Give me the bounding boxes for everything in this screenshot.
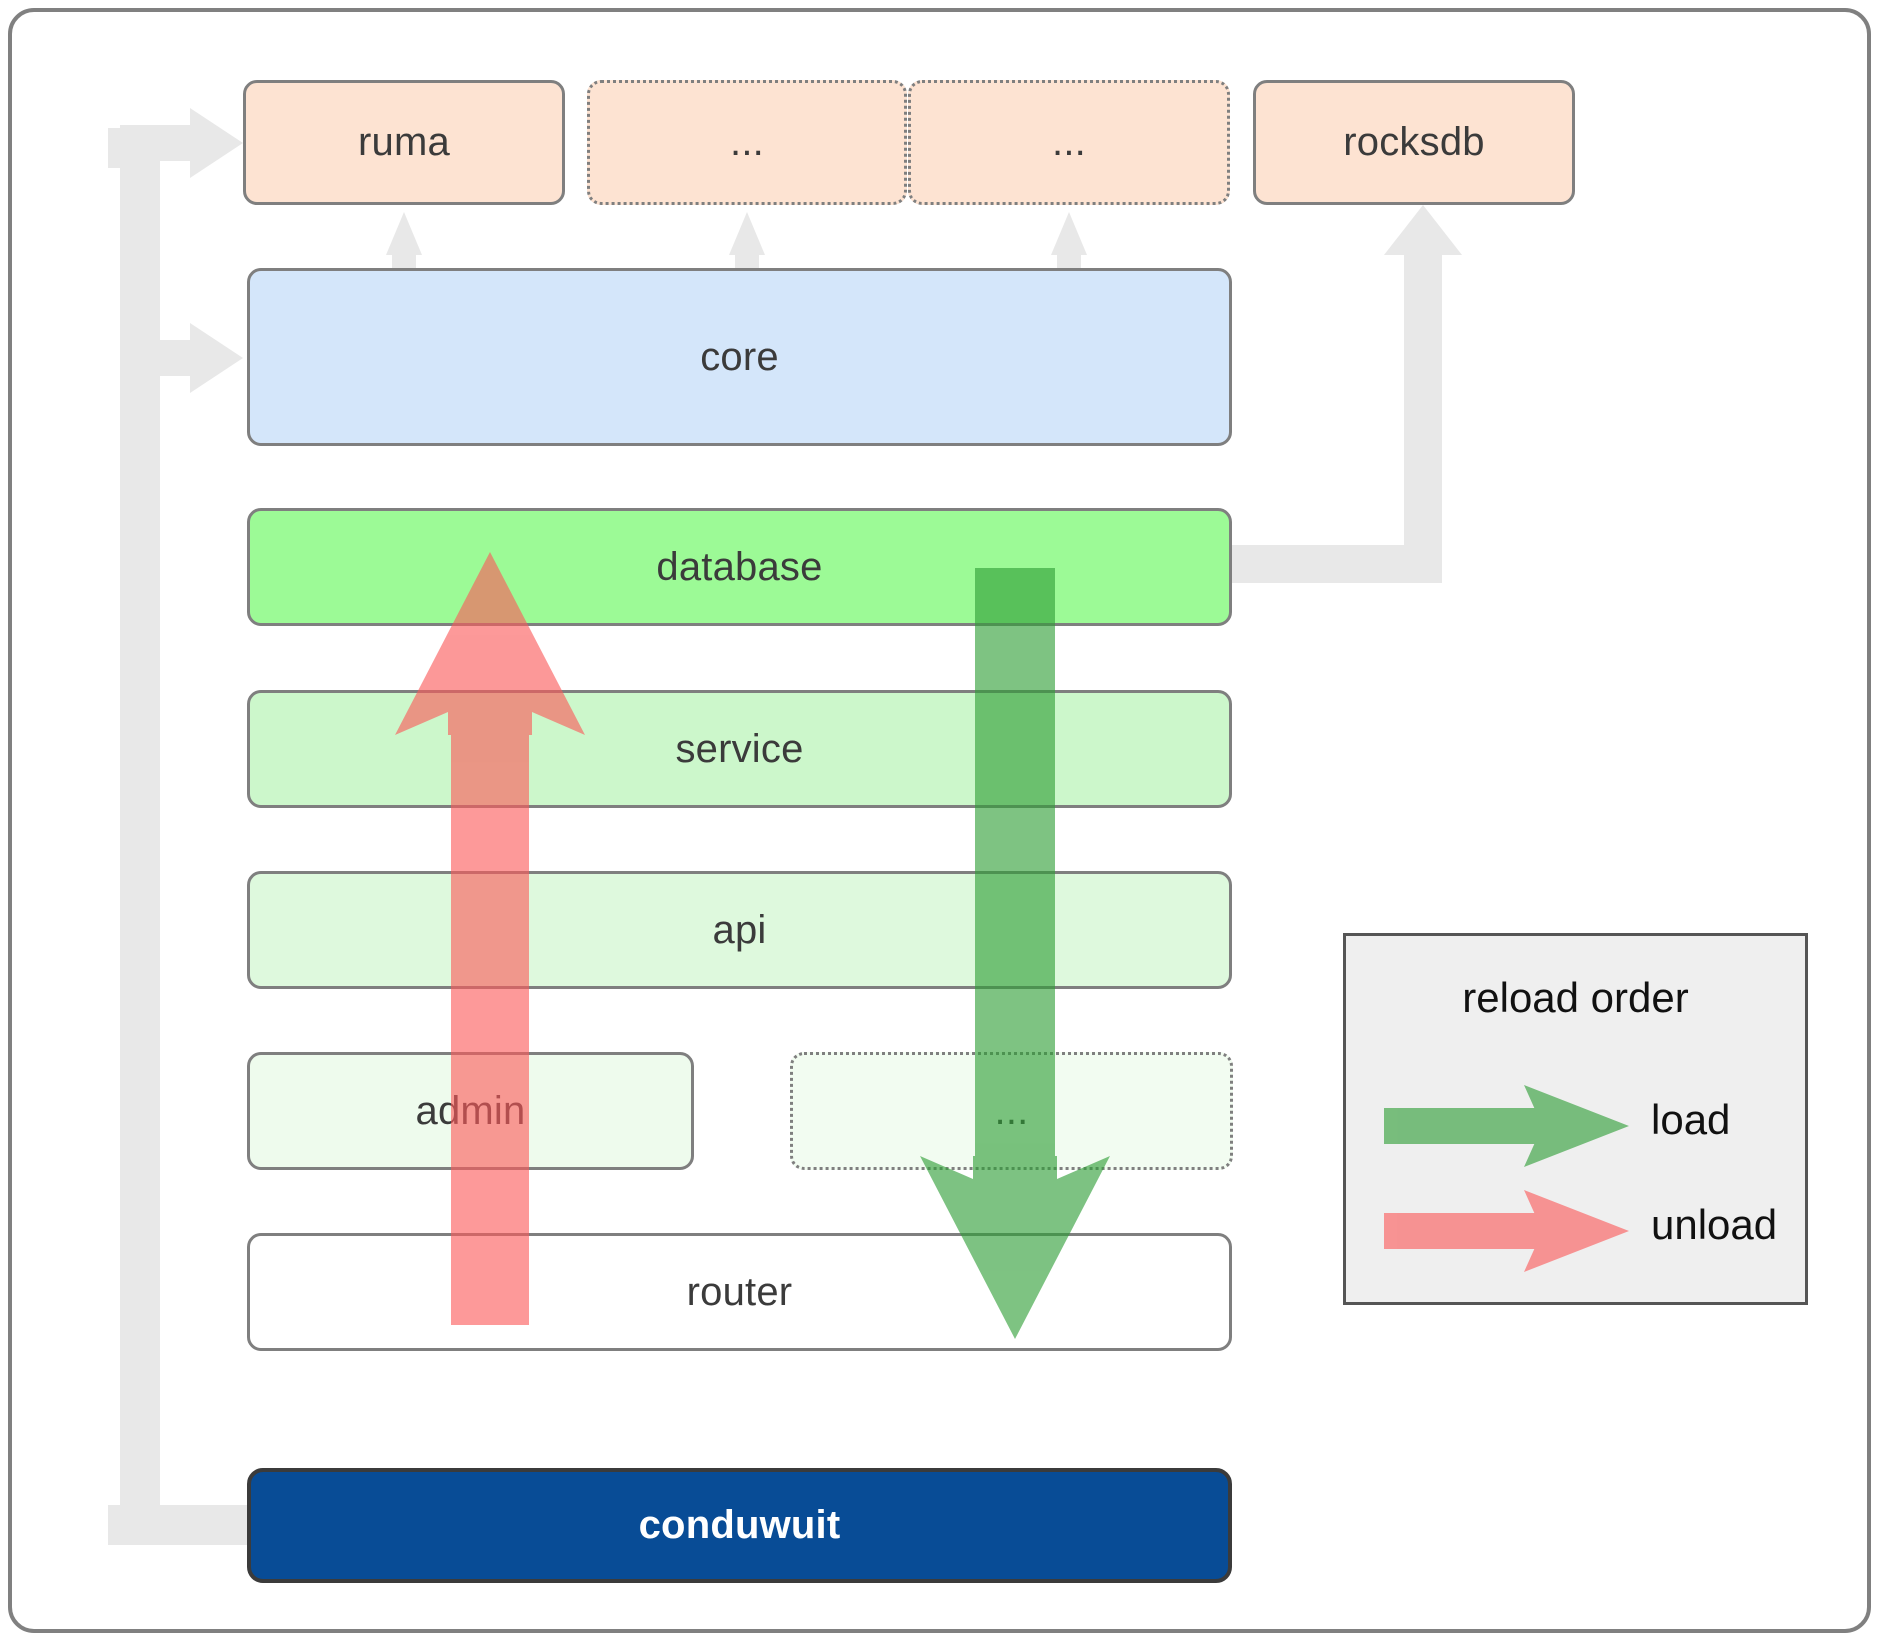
- dependency-label: ...: [730, 120, 764, 164]
- layer-box-router[interactable]: router: [247, 1233, 1232, 1351]
- layer-label: admin: [415, 1088, 526, 1133]
- layer-label: core: [700, 334, 779, 379]
- layer-box-api[interactable]: api: [247, 871, 1232, 989]
- layer-label: database: [656, 544, 823, 589]
- layer-box-service[interactable]: service: [247, 690, 1232, 808]
- load-legend-arrow-icon: [1384, 1085, 1629, 1167]
- layer-label: api: [712, 907, 767, 952]
- dependency-label: rocksdb: [1343, 120, 1485, 164]
- application-label: conduwuit: [638, 1503, 841, 1547]
- layer-label: router: [686, 1269, 793, 1314]
- layer-box-admin[interactable]: admin: [247, 1052, 694, 1170]
- dependency-label: ...: [1052, 120, 1086, 164]
- legend-label-load: load: [1651, 1096, 1731, 1143]
- legend-title: reload order: [1462, 974, 1689, 1021]
- application-box-conduwuit[interactable]: conduwuit: [247, 1468, 1232, 1583]
- legend-row-load: load: [1346, 1076, 1805, 1176]
- legend-panel: reload order load unload: [1343, 933, 1808, 1305]
- dependency-box-ellipsis-1[interactable]: ...: [587, 80, 907, 205]
- legend-row-unload: unload: [1346, 1181, 1805, 1281]
- layer-box-database[interactable]: database: [247, 508, 1232, 626]
- dependency-label: ruma: [358, 120, 450, 164]
- dependency-box-ellipsis-2[interactable]: ...: [908, 80, 1230, 205]
- layer-label: service: [675, 726, 804, 771]
- legend-label-unload: unload: [1651, 1201, 1778, 1248]
- layer-box-core[interactable]: core: [247, 268, 1232, 446]
- dependency-box-ruma[interactable]: ruma: [243, 80, 565, 205]
- diagram-frame: [8, 8, 1871, 1633]
- layer-label: ...: [994, 1088, 1029, 1133]
- layer-box-ellipsis[interactable]: ...: [790, 1052, 1233, 1170]
- unload-legend-arrow-icon: [1384, 1190, 1629, 1272]
- dependency-box-rocksdb[interactable]: rocksdb: [1253, 80, 1575, 205]
